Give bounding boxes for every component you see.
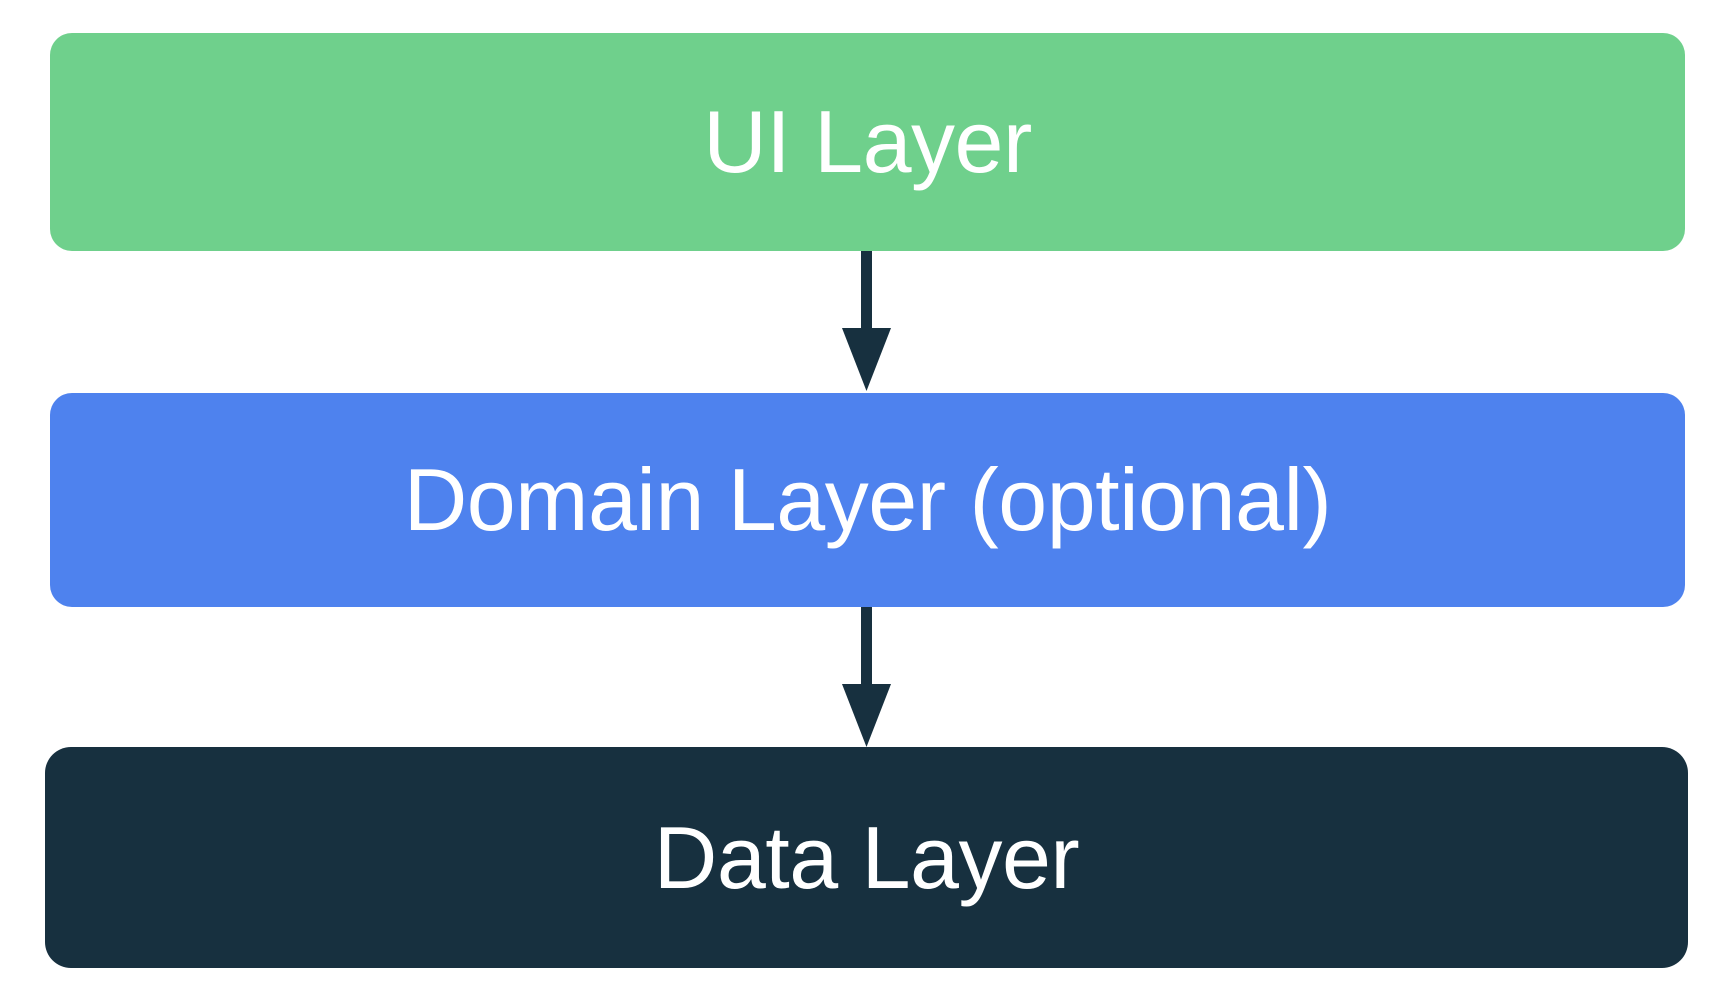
- layer-box-ui[interactable]: UI Layer: [50, 33, 1685, 251]
- layer-box-data[interactable]: Data Layer: [45, 747, 1688, 968]
- layer-label-data: Data Layer: [653, 807, 1080, 907]
- layer-label-ui: UI Layer: [703, 92, 1032, 191]
- layer-label-domain: Domain Layer (optional): [403, 450, 1332, 549]
- layer-box-domain[interactable]: Domain Layer (optional): [50, 393, 1685, 607]
